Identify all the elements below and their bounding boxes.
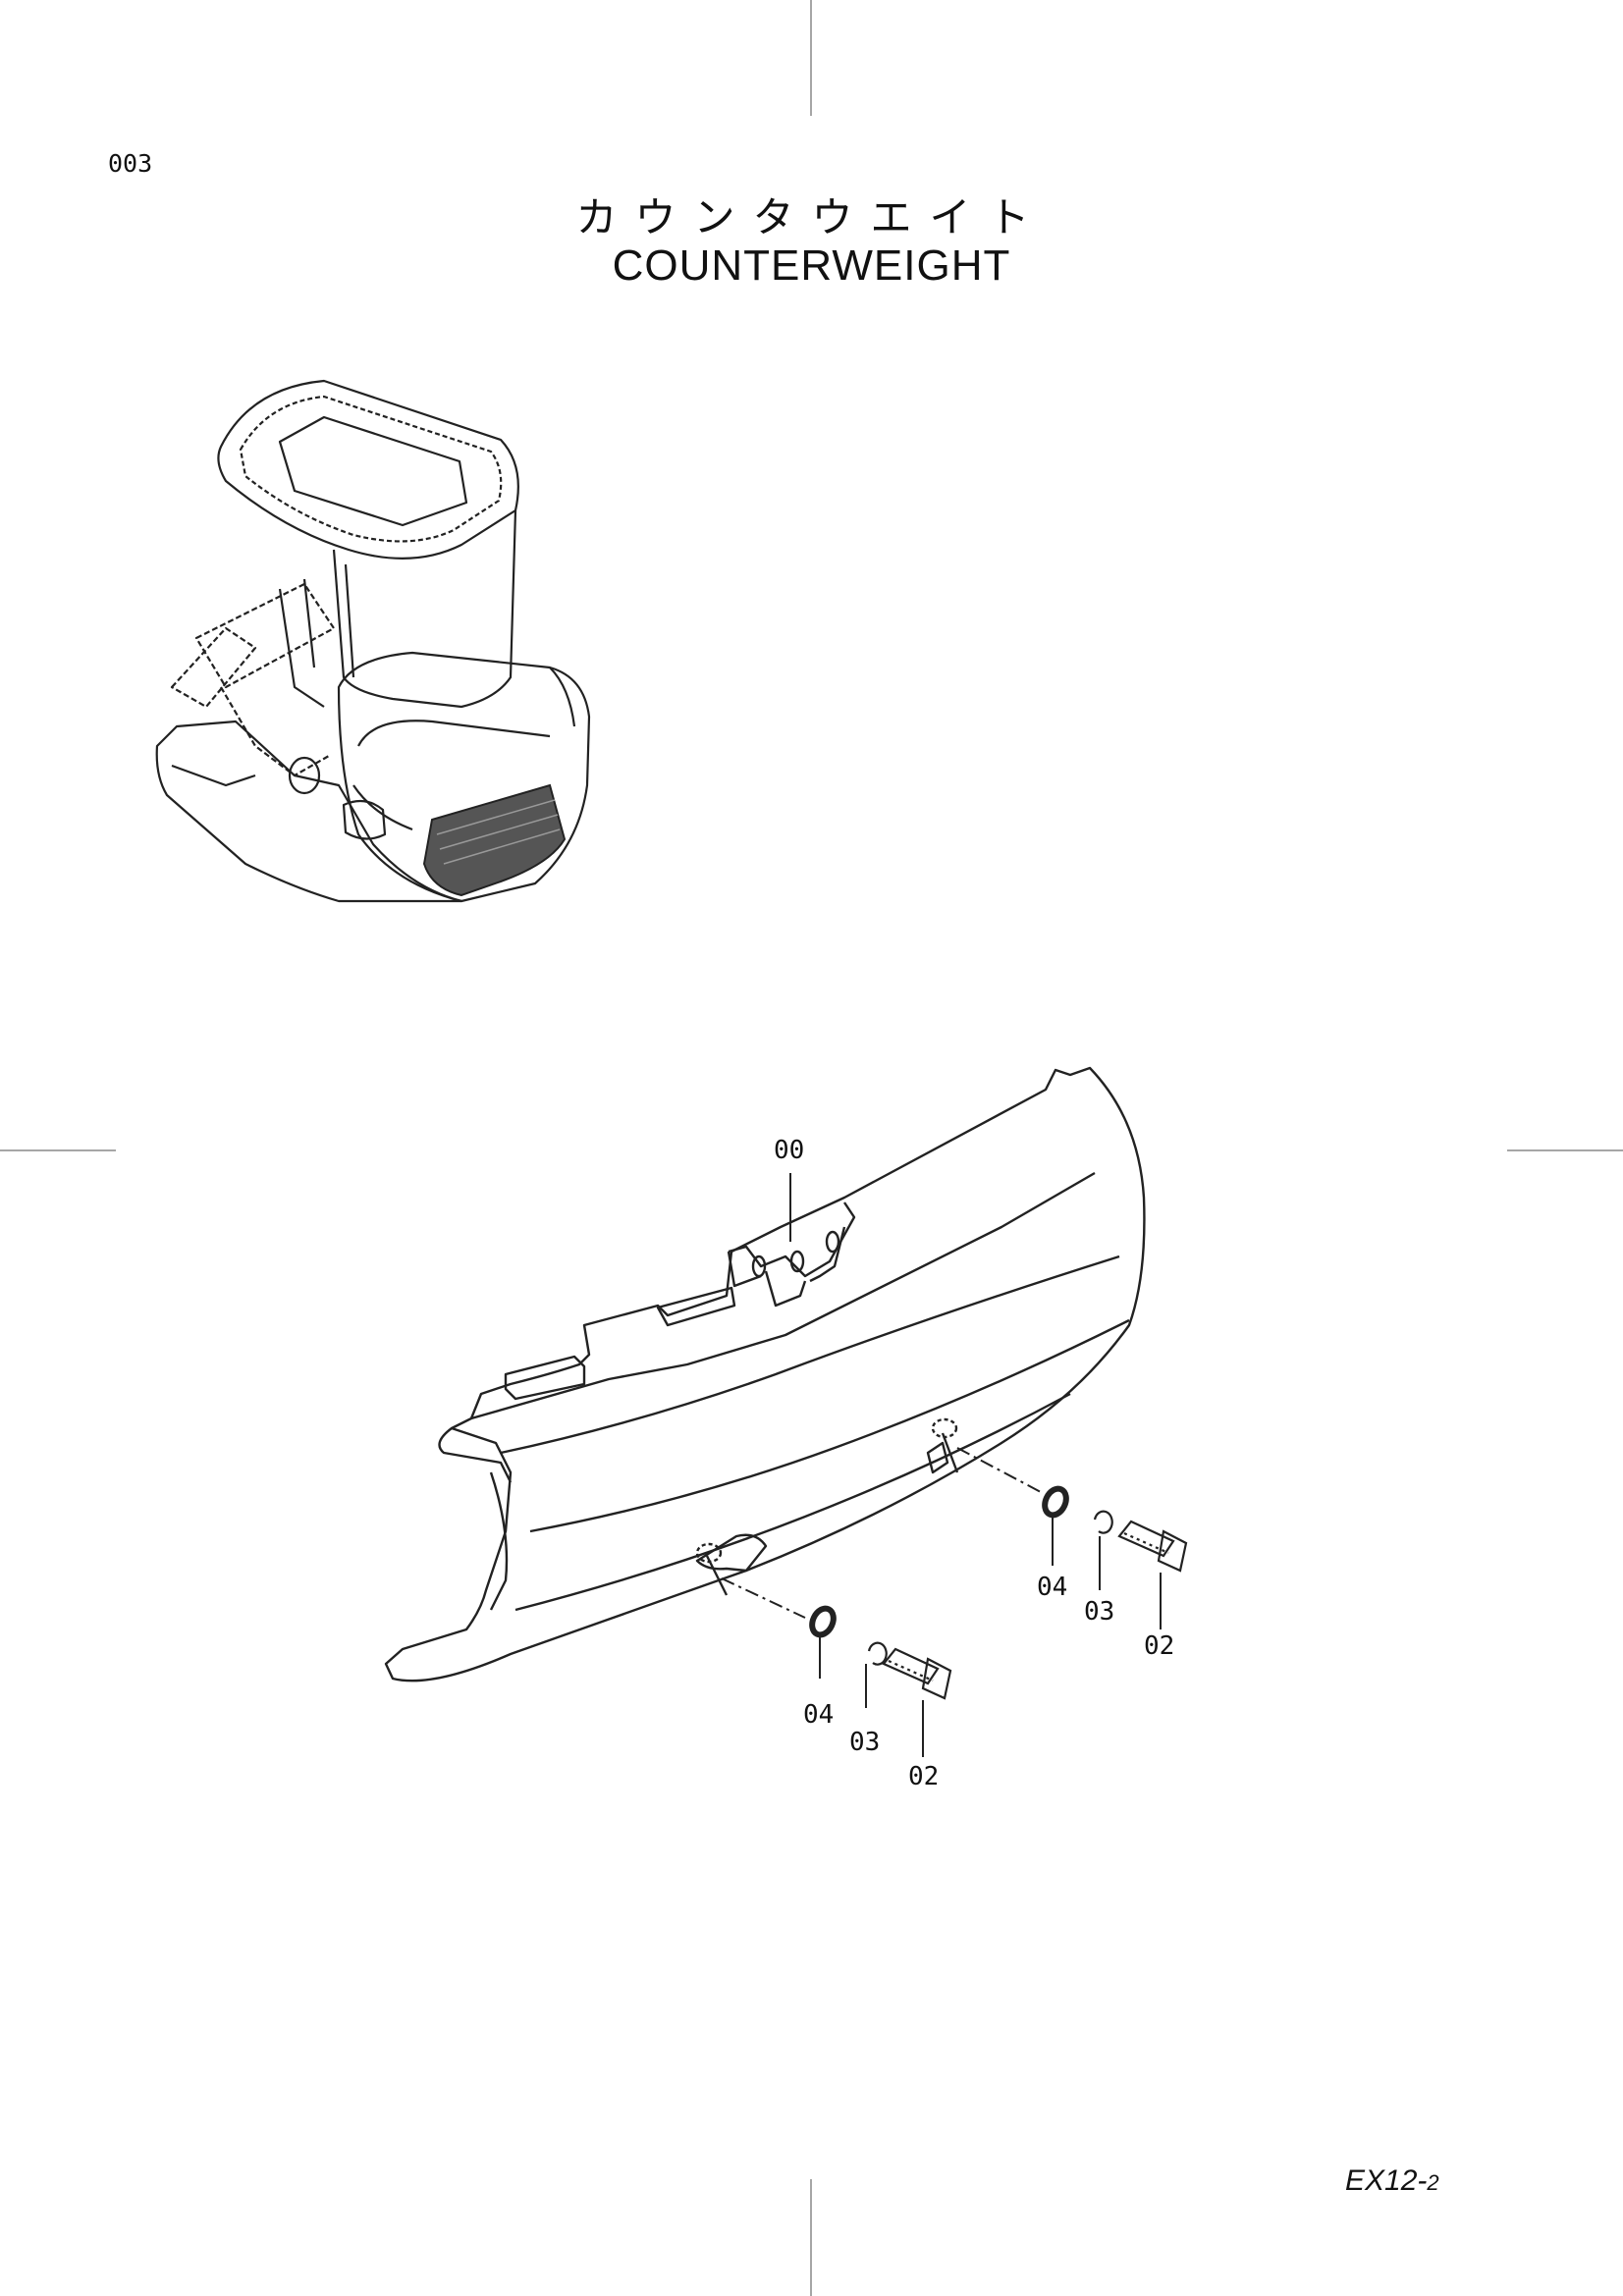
model-code-suffix: 2 bbox=[1427, 2170, 1439, 2195]
hardware-set-lower bbox=[809, 1605, 952, 1700]
page-number: 003 bbox=[108, 149, 153, 178]
callout-counterweight: 00 bbox=[774, 1136, 804, 1165]
page-title-japanese: カウンタウエイト bbox=[575, 193, 1048, 241]
callout-washer-upper: 04 bbox=[1037, 1573, 1067, 1602]
assembly-axes bbox=[721, 1447, 1042, 1619]
model-code: EX12-2 bbox=[1345, 2164, 1439, 2198]
counterweight-highlight bbox=[422, 783, 567, 897]
callout-spring-washer-upper: 03 bbox=[1084, 1597, 1114, 1627]
callout-labels: 00 04 03 02 04 03 02 bbox=[774, 1136, 1174, 1791]
page-title-english: COUNTERWEIGHT bbox=[612, 241, 1011, 290]
machine-overview-illustration bbox=[155, 379, 591, 903]
washer-upper bbox=[1042, 1485, 1069, 1519]
callout-spring-washer-lower: 03 bbox=[849, 1728, 880, 1757]
bolt-lower bbox=[882, 1647, 952, 1700]
hardware-set-upper bbox=[1042, 1485, 1188, 1573]
washer-lower bbox=[809, 1605, 837, 1638]
callout-bolt-lower: 02 bbox=[908, 1762, 939, 1791]
spring-washer-lower bbox=[867, 1641, 888, 1666]
counterweight-part bbox=[384, 1066, 1146, 1682]
callout-bolt-upper: 02 bbox=[1144, 1631, 1174, 1661]
spring-washer-upper bbox=[1093, 1510, 1113, 1534]
model-code-main: EX12- bbox=[1345, 2164, 1428, 2197]
callout-washer-lower: 04 bbox=[803, 1700, 834, 1730]
bolt-upper bbox=[1117, 1520, 1188, 1573]
leader-lines bbox=[789, 1173, 1162, 1757]
